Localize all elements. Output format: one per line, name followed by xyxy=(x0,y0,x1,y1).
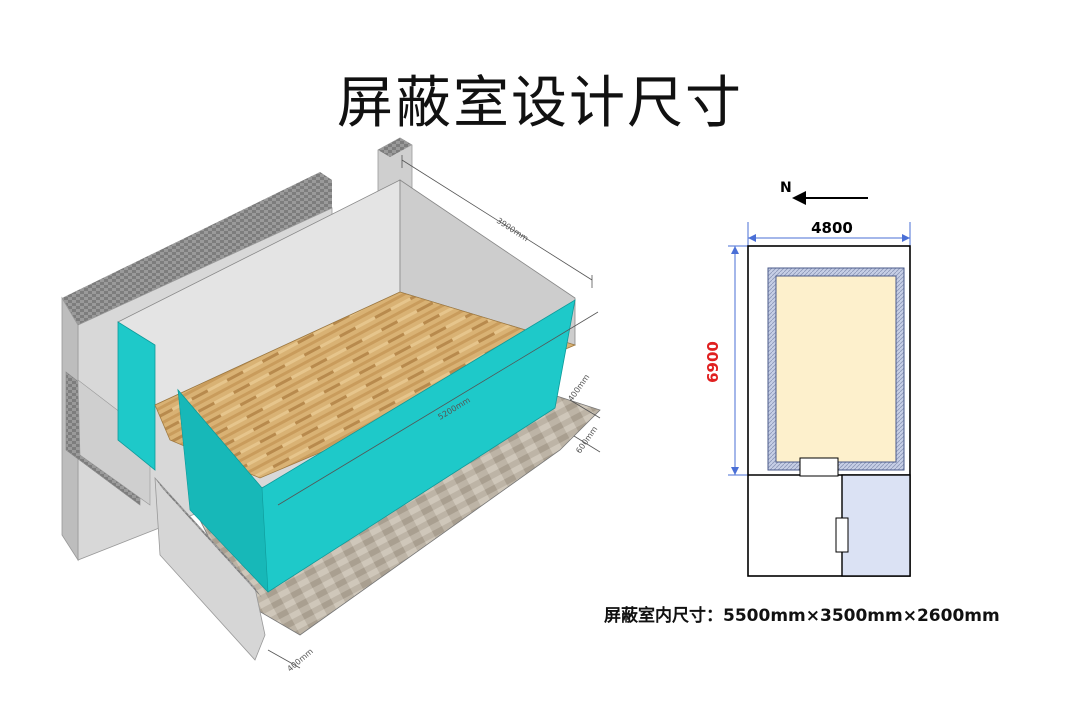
interior-dimensions-caption: 屏蔽室内尺寸：5500mm×3500mm×2600mm xyxy=(604,606,1000,626)
page-title: 屏蔽室设计尺寸 xyxy=(337,71,743,136)
plan-side-room xyxy=(841,474,911,577)
plan-width-label: 4800 xyxy=(811,219,853,237)
plan-height-label: 6900 xyxy=(704,341,722,383)
room-left-cyan-wall xyxy=(117,321,156,471)
plan-shield-room xyxy=(775,275,897,463)
dimension-lines xyxy=(267,155,601,669)
north-label: N xyxy=(780,180,792,196)
plan-side-door xyxy=(835,517,849,553)
back-outer-wall xyxy=(62,172,332,325)
plan-door xyxy=(799,457,839,477)
